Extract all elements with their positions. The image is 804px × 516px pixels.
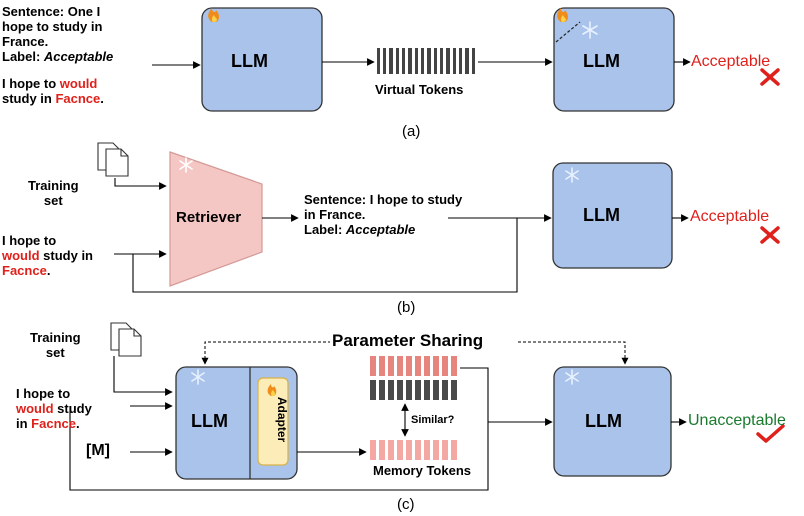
parameter-sharing-label: Parameter Sharing (332, 331, 484, 350)
retriever-label: Retriever (176, 209, 242, 226)
training-set-label-c: Training set (30, 330, 81, 360)
output-label-c: Unacceptable (688, 412, 786, 429)
mask-token-label: [M] (86, 442, 110, 459)
llm-label-a2: LLM (583, 51, 620, 71)
demo-sentence-a: Sentence: One I hope to study in France.… (2, 4, 114, 64)
llm-box-a1 (201, 7, 323, 112)
fire-icon (267, 384, 277, 396)
retriever-block (169, 151, 263, 287)
wrong-cross-icon (760, 226, 780, 244)
similar-label: Similar? (411, 414, 455, 426)
snowflake-icon (565, 369, 579, 385)
output-label-a: Acceptable (691, 53, 771, 70)
snowflake-icon (582, 21, 598, 39)
virtual-tokens-label: Virtual Tokens (375, 82, 464, 97)
adapter-block (257, 377, 289, 466)
snowflake-icon (191, 369, 205, 385)
memory-tokens-label: Memory Tokens (373, 463, 472, 478)
retrieved-demo: Sentence: I hope to study in France. Lab… (304, 192, 463, 237)
document-icon (97, 142, 129, 177)
llm-label-c1: LLM (191, 411, 228, 431)
memory-tokens-red-top (370, 356, 457, 376)
document-icon (110, 322, 142, 357)
llm-label-b: LLM (583, 205, 620, 225)
caption-b: (b) (397, 299, 416, 316)
output-label-b: Acceptable (690, 208, 770, 225)
memory-tokens-dark (370, 380, 457, 400)
fire-icon (208, 8, 219, 22)
llm-box-b (552, 162, 673, 269)
memory-tokens-pink (370, 440, 457, 460)
query-sentence-b: I hope to would study in Facnce. (2, 233, 93, 278)
caption-c: (c) (397, 496, 415, 513)
llm-label-a1: LLM (231, 51, 268, 71)
caption-a: (a) (402, 123, 421, 140)
adapter-label: Adapter (275, 396, 290, 443)
snowflake-icon (179, 157, 193, 173)
query-sentence-c: I hope to would study in Facnce. (16, 386, 92, 431)
check-icon (756, 424, 785, 443)
llm-label-c2: LLM (585, 411, 622, 431)
fire-icon (557, 8, 568, 22)
virtual-tokens-icon (377, 48, 475, 74)
query-sentence-a: I hope to would study in Facnce. (2, 76, 104, 106)
training-set-label-b: Training set (28, 178, 79, 208)
wrong-cross-icon (760, 68, 780, 86)
snowflake-icon (565, 167, 579, 183)
